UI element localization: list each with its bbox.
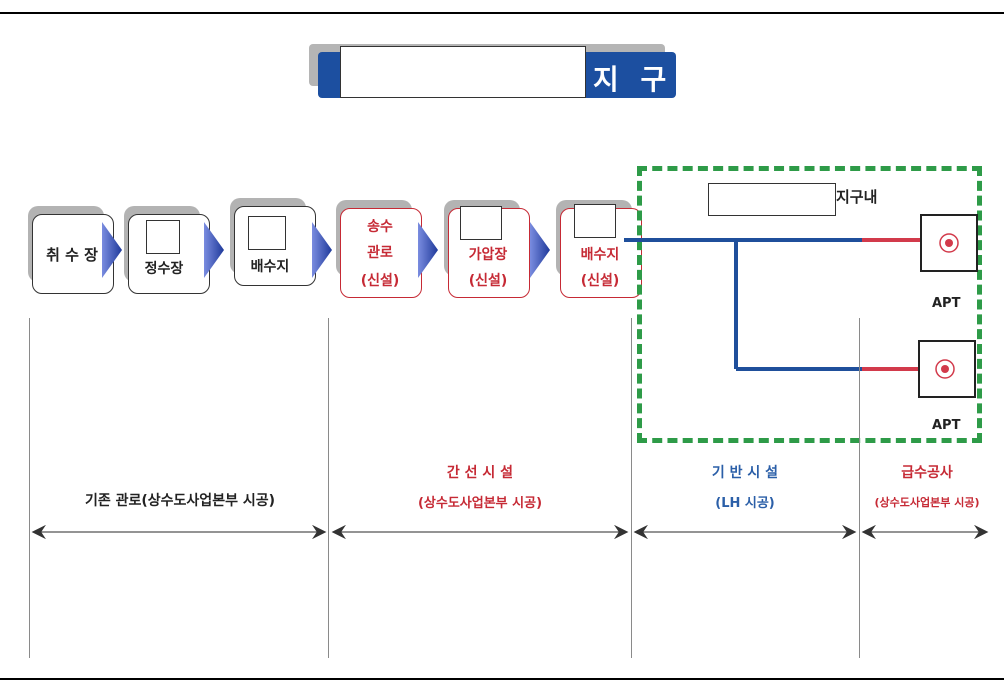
title-suffix: 지 구 xyxy=(593,63,673,96)
node-reservoir-label: 배수지 xyxy=(250,259,290,275)
divider-line xyxy=(631,318,632,658)
node-transmission-label-2: 관로 xyxy=(367,245,393,261)
district-zone xyxy=(637,166,982,443)
node-booster-label: 가압장 xyxy=(468,247,508,263)
node-new-reservoir-label-2: (신설) xyxy=(580,273,620,289)
node-booster-redacted xyxy=(460,206,502,240)
section-supply-title: 급수공사 xyxy=(901,465,953,481)
node-booster-label-2: (신설) xyxy=(468,273,508,289)
node-transmission-label-3: (신설) xyxy=(360,273,400,289)
section-existing-pipe: 기존 관로(상수도사업본부 시공) xyxy=(85,493,275,509)
bottom-border xyxy=(0,678,1004,680)
flow-arrow-4 xyxy=(418,222,438,278)
top-border xyxy=(0,12,1004,14)
flow-arrow-1 xyxy=(102,222,122,278)
section-trunk-sub: (상수도사업본부 시공) xyxy=(417,496,543,511)
section-infra-title: 기 반 시 설 xyxy=(711,465,779,481)
node-reservoir-redacted xyxy=(248,216,286,250)
divider-line xyxy=(29,318,30,658)
node-purification-redacted xyxy=(146,220,180,254)
flow-arrow-5 xyxy=(530,222,550,278)
zone-redacted-field xyxy=(708,183,836,216)
zone-label: 지구내 xyxy=(836,188,878,206)
meter-icon xyxy=(939,233,959,253)
divider-line xyxy=(328,318,329,658)
node-intake xyxy=(32,214,114,294)
node-purification-label: 정수장 xyxy=(144,261,184,277)
title-redacted-field xyxy=(340,46,586,98)
node-transmission-pipe xyxy=(340,208,422,298)
flow-arrow-2 xyxy=(204,222,224,278)
node-transmission-label-1: 송수 xyxy=(367,219,393,235)
node-new-reservoir-redacted xyxy=(574,204,616,238)
section-infra-sub: (LH 시공) xyxy=(715,496,775,511)
apt-label-1: APT xyxy=(932,296,961,311)
node-intake-label: 취 수 장 xyxy=(46,246,98,264)
divider-line xyxy=(859,318,860,658)
section-supply-sub: (상수도사업본부 시공) xyxy=(874,496,980,509)
section-trunk-title: 간 선 시 설 xyxy=(446,465,514,481)
node-new-reservoir-label: 배수지 xyxy=(580,247,620,263)
flow-arrow-3 xyxy=(312,222,332,278)
meter-icon xyxy=(935,359,955,379)
apt-label-2: APT xyxy=(932,418,961,433)
